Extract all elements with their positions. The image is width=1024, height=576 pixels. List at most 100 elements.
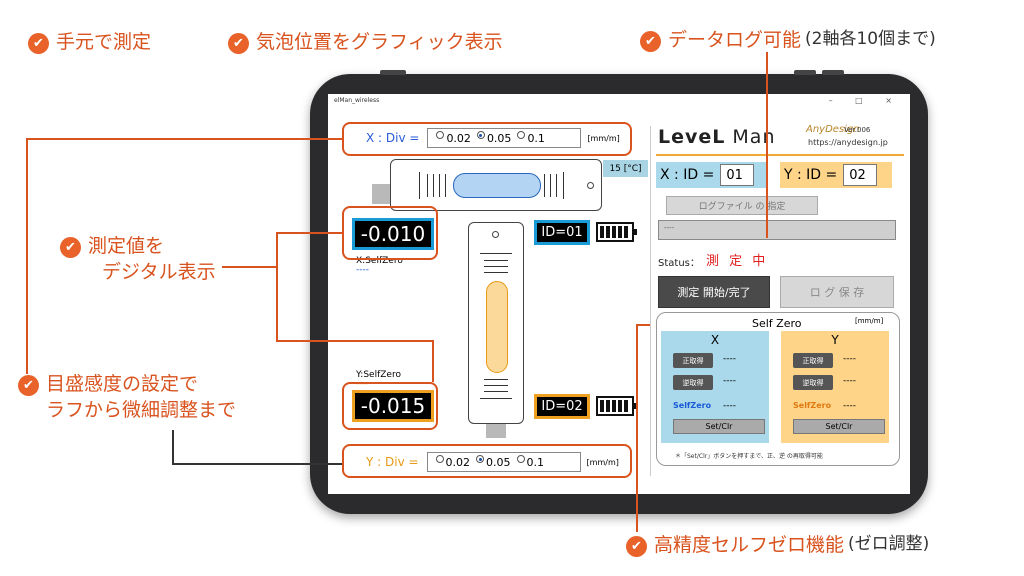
selfzero-note: ＊「Set/Clr」ボタンを押すまで、正、逆 の再取得可能 <box>675 453 823 460</box>
x-div-setting: X : Div = 0.02 0.05 0.1 [mm/m] <box>366 126 620 150</box>
x-forward-button[interactable]: 正取得 <box>673 353 713 368</box>
leader-line <box>26 138 28 374</box>
y-forward-button[interactable]: 正取得 <box>793 353 833 368</box>
check-icon: ✔ <box>228 33 249 54</box>
leader-line <box>636 324 650 326</box>
measure-start-stop-button[interactable]: 測定 開始/完了 <box>658 276 770 308</box>
vial-tick <box>556 174 557 197</box>
callout-text: データログ可能 <box>668 29 802 51</box>
y-reverse-button[interactable]: 逆取得 <box>793 375 833 390</box>
x-selfzero-result: ---- <box>723 401 736 411</box>
radio-icon <box>517 131 526 139</box>
leader-line <box>766 52 768 238</box>
callout-bubble-graphic: ✔ 気泡位置をグラフィック表示 <box>228 30 503 56</box>
leader-line <box>26 138 342 140</box>
y-div-option-0.05[interactable]: 0.05 <box>476 455 511 469</box>
x-div-label: X : Div = <box>366 131 420 145</box>
callout-hand-measure: ✔ 手元で測定 <box>28 30 151 56</box>
tablet-button <box>380 70 406 75</box>
callout-sensitivity: ✔ 目盛感度の設定で ラフから微細調整まで <box>18 372 236 423</box>
vial-tick <box>433 174 434 197</box>
logfile-path: ---- <box>658 220 896 240</box>
vial-tick <box>445 174 446 197</box>
vial-hole <box>587 182 594 189</box>
leader-line <box>222 266 276 268</box>
app-window: elMan_wireless – □ × X : Div = 0.02 0.05… <box>328 94 910 494</box>
y-forward-value: ---- <box>843 354 856 364</box>
x-id-input[interactable]: 01 <box>720 164 755 186</box>
vial-tick <box>484 260 508 261</box>
annotation-y-div <box>342 444 632 478</box>
app-logo: LeveL Man <box>658 126 776 148</box>
header-rule <box>656 154 904 156</box>
vial-tick <box>484 272 508 273</box>
radio-label: 0.05 <box>486 131 512 145</box>
y-div-option-0.02[interactable]: 0.02 <box>435 455 470 469</box>
vial-tick <box>427 174 428 197</box>
logfile-button[interactable]: ログファイル の 指定 <box>666 196 818 215</box>
check-icon: ✔ <box>18 375 39 396</box>
tablet-button <box>822 70 844 75</box>
x-forward-value: ---- <box>723 354 736 364</box>
y-reverse-value: ---- <box>843 376 856 386</box>
brand-logo: AnyDesign <box>806 124 860 135</box>
y-id-label: Y : ID = <box>784 167 838 183</box>
callout-text: ラフから微細調整まで <box>46 398 237 421</box>
log-save-button[interactable]: ロ グ 保 存 <box>780 276 894 308</box>
x-reverse-button[interactable]: 逆取得 <box>673 375 713 390</box>
y-sensor-id: ID=02 <box>534 394 590 419</box>
website-url: https://anydesign.jp <box>808 138 888 147</box>
x-div-option-0.05[interactable]: 0.05 <box>476 131 512 145</box>
x-id-strip: X : ID = 01 <box>656 162 768 188</box>
status-label: Status： <box>658 258 700 269</box>
radio-selected-icon <box>476 455 485 463</box>
selfzero-unit: [mm/m] <box>855 317 884 325</box>
check-icon: ✔ <box>28 33 49 54</box>
x-selfzero-value: ---- <box>356 265 369 275</box>
y-selfzero-value: ---- <box>356 379 369 389</box>
radio-label: 0.02 <box>446 131 471 145</box>
y-div-label: Y : Div = <box>366 455 419 469</box>
leader-line <box>276 232 342 234</box>
version-label: Ver.006 <box>844 126 871 134</box>
temperature-readout: 15 [°C] <box>603 160 648 177</box>
status-value: 測 定 中 <box>706 254 769 269</box>
vertical-vial <box>468 222 524 424</box>
selfzero-y-header: Y <box>831 333 839 347</box>
callout-text: 高精度セルフゼロ機能 <box>654 534 845 556</box>
x-reading: -0.010 <box>352 218 434 250</box>
vial-tick <box>484 385 508 386</box>
y-bubble <box>486 281 508 373</box>
x-set-clear-button[interactable]: Set/Clr <box>673 419 765 434</box>
callout-text: 手元で測定 <box>56 31 152 53</box>
callout-text: 測定値を <box>88 235 165 257</box>
vial-tick <box>419 172 420 199</box>
leader-line <box>276 340 434 342</box>
radio-label: 0.1 <box>527 131 545 145</box>
y-div-option-0.1[interactable]: 0.1 <box>516 455 544 469</box>
x-div-unit: [mm/m] <box>587 133 620 143</box>
selfzero-y-column: Y 正取得 ---- 逆取得 ---- SelfZero ---- Set/Cl… <box>781 331 889 443</box>
callout-digital-display: ✔ 測定値を デジタル表示 <box>60 234 216 285</box>
window-controls[interactable]: – □ × <box>828 96 902 105</box>
y-set-clear-button[interactable]: Set/Clr <box>793 419 885 434</box>
panel-divider <box>650 126 651 476</box>
x-div-option-0.1[interactable]: 0.1 <box>517 131 545 145</box>
x-selfzero-label: SelfZero <box>673 401 712 410</box>
vial-tick <box>484 266 508 267</box>
y-id-input[interactable]: 02 <box>843 164 878 186</box>
y-div-setting: Y : Div = 0.02 0.05 0.1 [mm/m] <box>366 450 619 474</box>
y-id-strip: Y : ID = 02 <box>780 162 892 188</box>
x-bubble <box>453 173 541 198</box>
callout-text: 目盛感度の設定で <box>46 373 199 395</box>
vial-tick <box>550 174 551 197</box>
leader-line <box>172 430 174 464</box>
radio-selected-icon <box>476 131 485 139</box>
check-icon: ✔ <box>60 237 81 258</box>
selfzero-x-column: X 正取得 ---- 逆取得 ---- SelfZero ---- Set/Cl… <box>661 331 769 443</box>
tablet-button <box>794 70 816 75</box>
window-title: elMan_wireless <box>334 97 380 104</box>
y-selfzero-result: ---- <box>843 401 856 411</box>
x-div-option-0.02[interactable]: 0.02 <box>436 131 471 145</box>
